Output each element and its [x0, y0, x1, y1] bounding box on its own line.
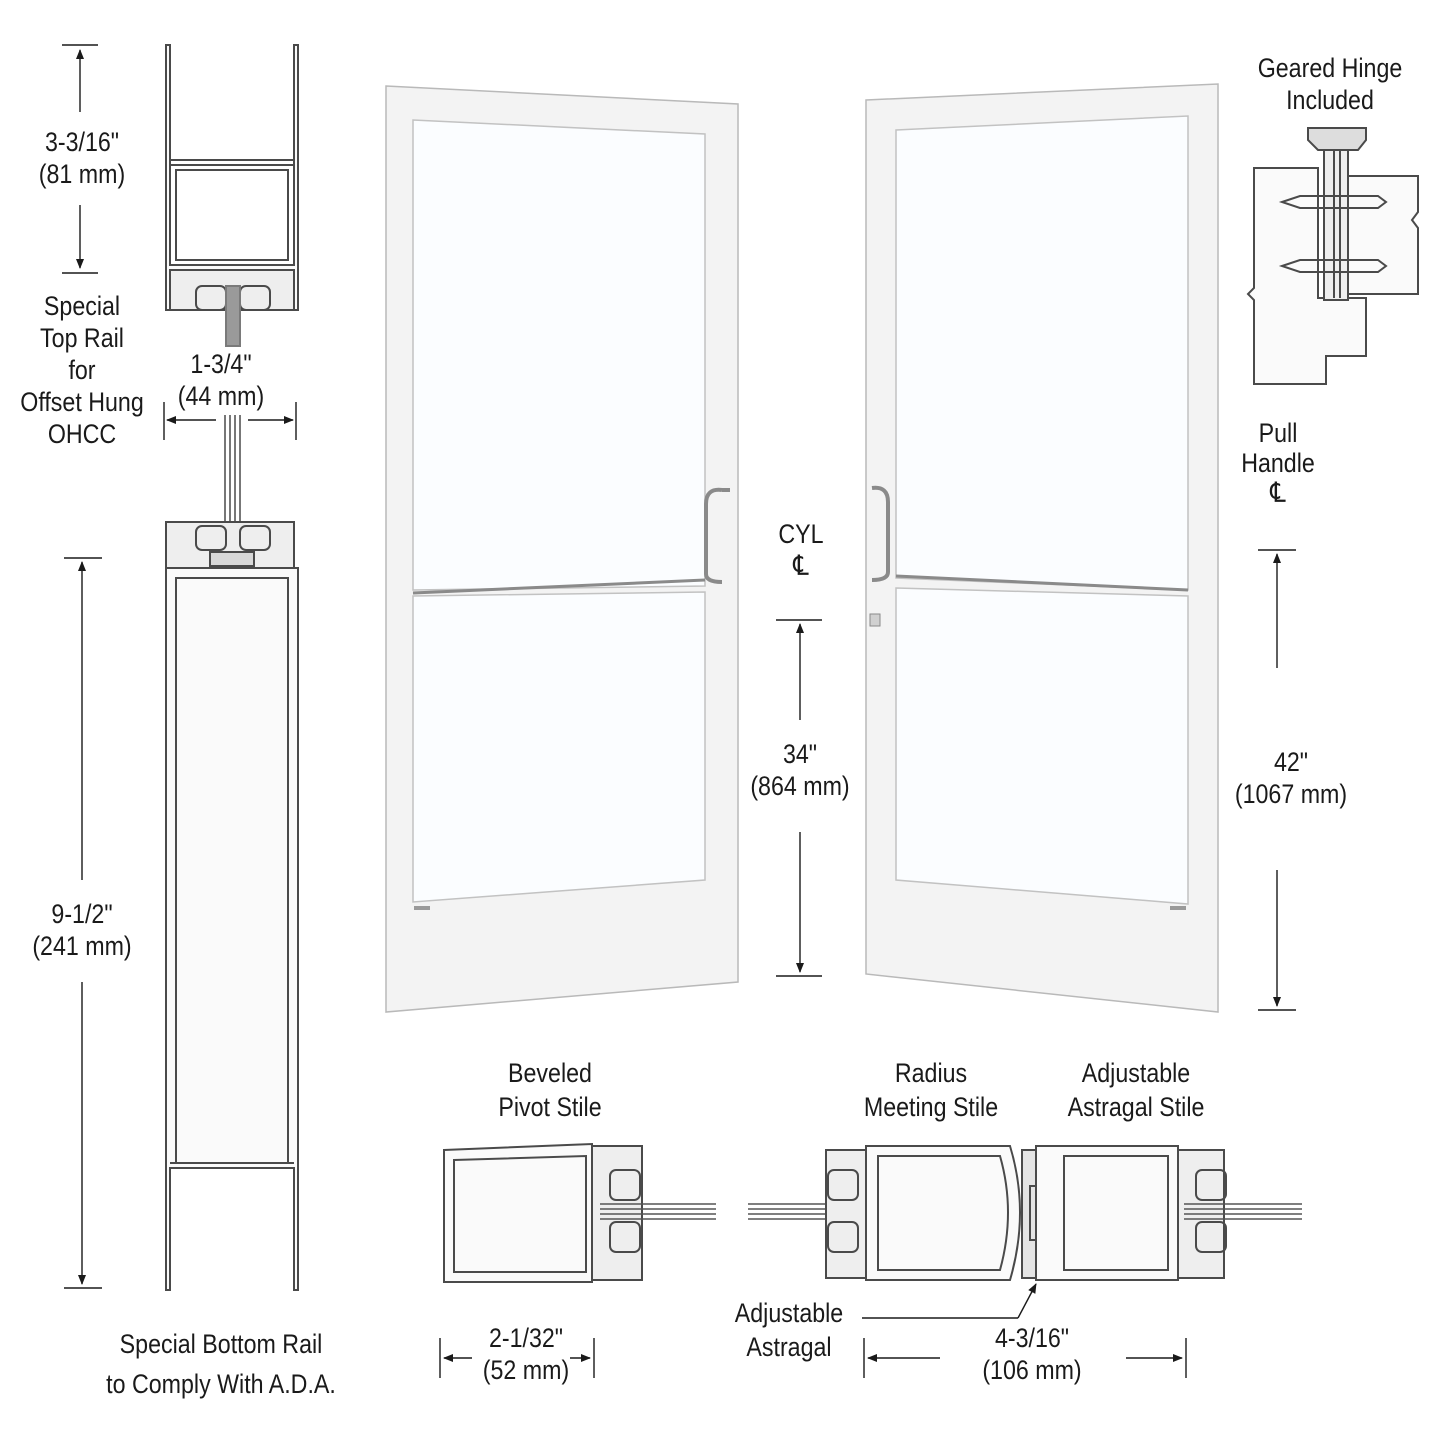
- adjustable-astragal-stile-label: Adjustable Astragal Stile: [1060, 1056, 1211, 1124]
- dim-top-rail: [62, 44, 98, 274]
- dim-cyl-height: [776, 619, 822, 977]
- dim-pull-height: [1258, 549, 1296, 1011]
- geared-hinge-line-1: Geared Hinge: [1257, 53, 1403, 83]
- bottom-rail-height-label: 9-1/2" (241 mm): [18, 898, 145, 962]
- dim-depth: [163, 402, 297, 440]
- cyl-label: CYL ℄: [766, 518, 837, 582]
- dim-pivot-width: [439, 1338, 595, 1378]
- top-rail-height-in: 3-3/16": [44, 127, 120, 157]
- pull-handle-line-1: Pull: [1258, 418, 1298, 448]
- astragal-line-1: Adjustable: [734, 1298, 844, 1328]
- left-door-leaf: [385, 85, 739, 1013]
- top-rail-caption-line-1: Special: [43, 291, 121, 321]
- astragal-stile-line-2: Astragal Stile: [1067, 1092, 1205, 1122]
- depth-in: 1-3/4": [190, 349, 252, 379]
- astragal-leader: [862, 1283, 1037, 1319]
- cyl-height-mm: (864 mm): [750, 771, 850, 801]
- bottom-rail-caption-line-2: to Comply With A.D.A.: [106, 1369, 336, 1399]
- meeting-width-mm: (106 mm): [982, 1355, 1082, 1385]
- pivot-width-label: 2-1/32" (52 mm): [466, 1322, 586, 1386]
- cyl-height-label: 34" (864 mm): [745, 738, 855, 802]
- radius-meeting-line-1: Radius: [894, 1058, 968, 1088]
- bottom-rail-height-in: 9-1/2": [51, 899, 113, 929]
- glass-lines-astragal: [1184, 1203, 1302, 1220]
- top-rail-section: [165, 44, 299, 347]
- meeting-width-in: 4-3/16": [994, 1323, 1070, 1353]
- geared-hinge-label: Geared Hinge Included: [1249, 52, 1411, 116]
- pivot-width-in: 2-1/32": [488, 1323, 564, 1353]
- pull-height-in: 42": [1273, 747, 1309, 777]
- bottom-rail-height-mm: (241 mm): [32, 931, 132, 961]
- pivot-width-mm: (52 mm): [482, 1355, 570, 1385]
- geared-hinge-line-2: Included: [1286, 85, 1374, 115]
- pull-height-label: 42" (1067 mm): [1230, 746, 1352, 810]
- radius-meeting-stile-section: [825, 1145, 1021, 1281]
- top-rail-caption-line-3: for: [68, 355, 96, 385]
- top-rail-caption-line-2: Top Rail: [40, 323, 124, 353]
- glass-lines-meeting: [748, 1203, 840, 1220]
- top-rail-caption: Special Top Rail for Offset Hung OHCC: [13, 290, 151, 450]
- depth-label: 1-3/4" (44 mm): [165, 348, 277, 412]
- depth-mm: (44 mm): [177, 381, 265, 411]
- glass-lines-pivot: [600, 1203, 716, 1220]
- beveled-pivot-stile-section: [443, 1142, 643, 1283]
- radius-meeting-line-2: Meeting Stile: [863, 1092, 999, 1122]
- dim-meeting-width: [863, 1338, 1187, 1378]
- top-rail-caption-line-4: Offset Hung: [20, 387, 144, 417]
- dim-bottom-rail: [64, 557, 102, 1289]
- pull-handle-label: Pull Handle ℄: [1233, 418, 1322, 508]
- beveled-pivot-line-2: Pivot Stile: [498, 1092, 602, 1122]
- astragal-stile-line-1: Adjustable: [1081, 1058, 1191, 1088]
- cyl-height-in: 34": [782, 739, 818, 769]
- beveled-pivot-stile-label: Beveled Pivot Stile: [481, 1056, 619, 1124]
- centerline-icon: ℄: [1270, 476, 1286, 509]
- top-rail-height-label: 3-3/16" (81 mm): [29, 126, 136, 190]
- bottom-rail-caption: Special Bottom Rail to Comply With A.D.A…: [88, 1324, 355, 1404]
- pull-height-mm: (1067 mm): [1234, 779, 1348, 809]
- geared-hinge-detail: [1246, 127, 1419, 385]
- adjustable-astragal-stile-section: [1035, 1145, 1227, 1281]
- right-door-leaf: [865, 83, 1219, 1013]
- pull-handle-line-2: Handle: [1241, 448, 1315, 478]
- radius-meeting-stile-label: Radius Meeting Stile: [854, 1056, 1007, 1124]
- top-rail-caption-line-5: OHCC: [47, 419, 117, 449]
- meeting-width-label: 4-3/16" (106 mm): [972, 1322, 1092, 1386]
- bottom-rail-section: [165, 521, 299, 1291]
- bottom-rail-caption-line-1: Special Bottom Rail: [119, 1329, 323, 1359]
- astragal-line-2: Astragal: [746, 1332, 832, 1362]
- top-rail-height-mm: (81 mm): [38, 159, 126, 189]
- beveled-pivot-line-1: Beveled: [508, 1058, 592, 1088]
- adjustable-astragal-label: Adjustable Astragal: [725, 1296, 854, 1364]
- cyl-title: CYL: [778, 519, 824, 549]
- centerline-icon: ℄: [793, 549, 809, 582]
